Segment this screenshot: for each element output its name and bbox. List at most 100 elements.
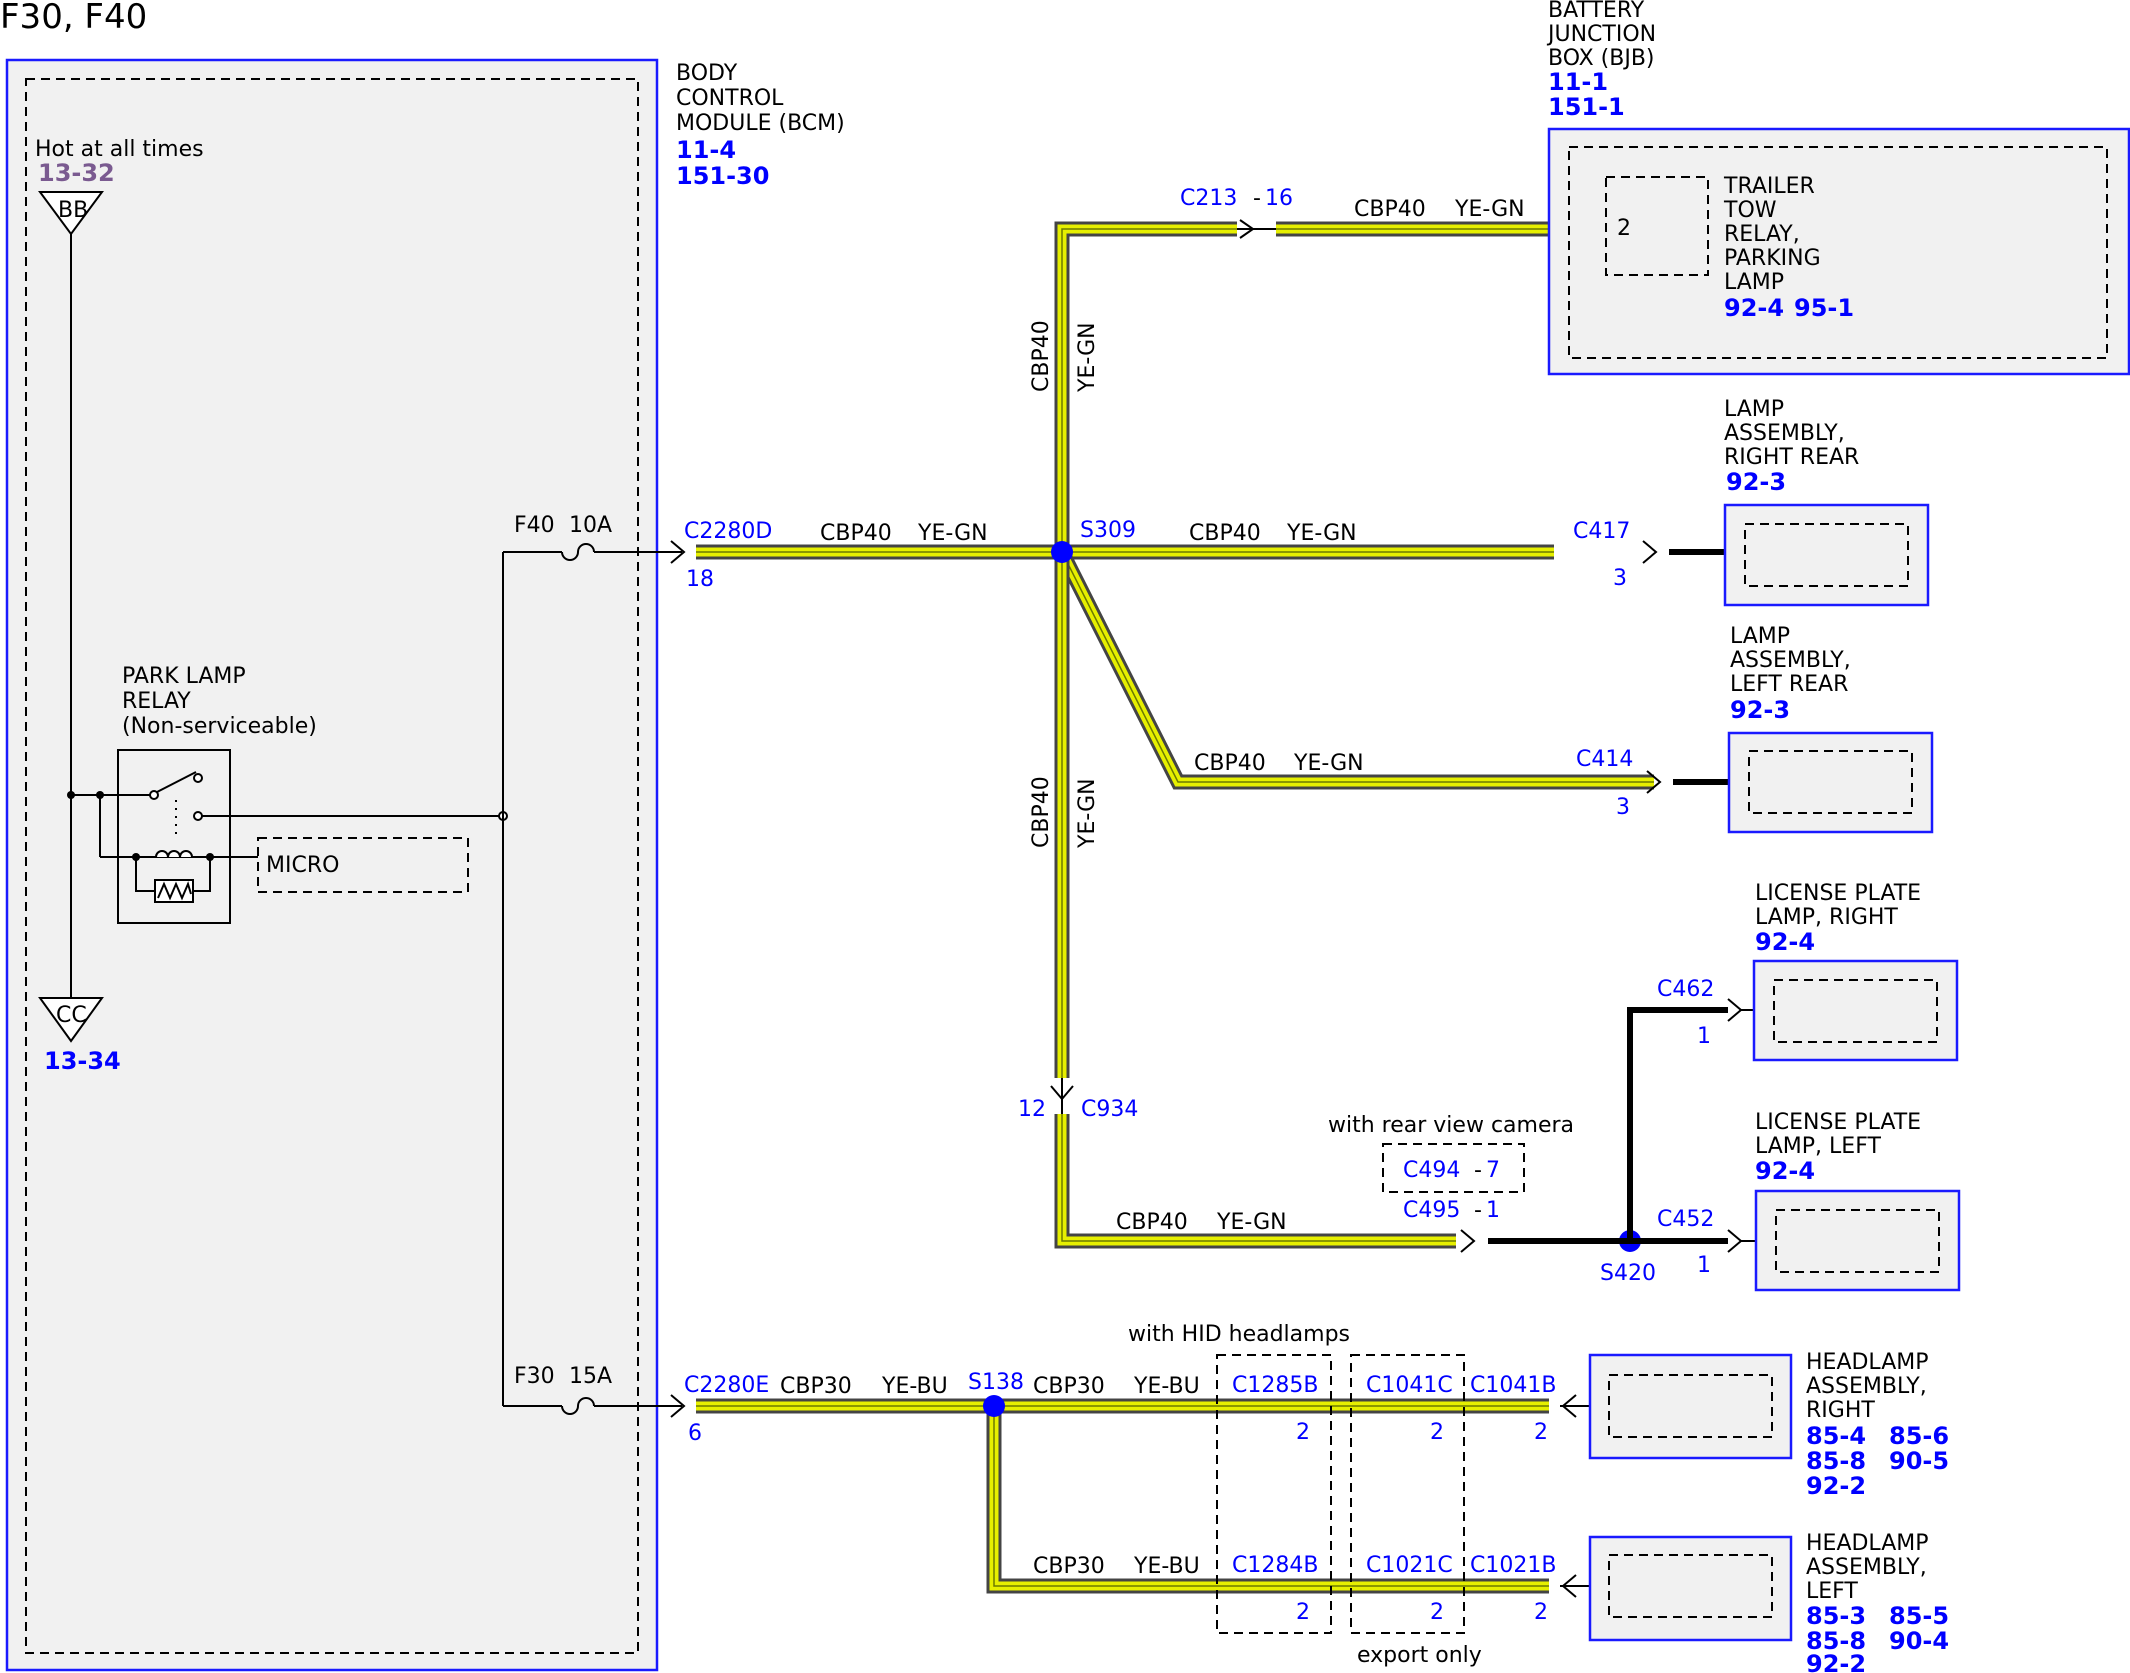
lic-r-box	[1752, 959, 1959, 1062]
lamp-rr-label-2: ASSEMBLY,	[1724, 421, 1845, 446]
junction-dot	[67, 791, 75, 799]
c2280e-arrow-icon	[670, 1394, 686, 1418]
connector-c495[interactable]: C495	[1403, 1198, 1460, 1223]
wire-color: YE-BU	[1133, 1374, 1200, 1399]
bcm-ref-1[interactable]: 11-4	[676, 136, 736, 164]
connector-c462[interactable]: C462	[1657, 977, 1714, 1002]
hl-l-ref-5[interactable]: 92-2	[1806, 1650, 1866, 1673]
wire-code: CBP40	[820, 521, 892, 546]
relay-contact	[193, 811, 203, 821]
bcm-label-1: BODY	[676, 61, 738, 86]
connector-c213-dash: -	[1253, 186, 1261, 211]
lic-l-box	[1754, 1189, 1961, 1292]
wire-color: YE-GN	[1286, 521, 1357, 546]
connector-c414[interactable]: C414	[1576, 747, 1633, 772]
hl-r-ref-1[interactable]: 85-4	[1806, 1422, 1866, 1450]
relay-label-1: PARK LAMP	[122, 664, 246, 689]
connector-c1021b[interactable]: C1021B	[1470, 1553, 1556, 1578]
hl-r-inner	[1608, 1374, 1773, 1438]
page-title: F30, F40	[0, 0, 147, 37]
wire-color: YE-BU	[881, 1374, 948, 1399]
wire-color: YE-GN	[1216, 1210, 1287, 1235]
hl-l-ref-3[interactable]: 85-8	[1806, 1627, 1866, 1655]
wire-color: YE-GN	[1454, 197, 1525, 222]
trailer-label-2: TOW	[1723, 198, 1777, 223]
lamp-lr-ref[interactable]: 92-3	[1730, 696, 1790, 724]
c462-arrow-icon	[1727, 998, 1743, 1022]
hl-l-ref-4[interactable]: 90-4	[1889, 1627, 1949, 1655]
connector-c1021c[interactable]: C1021C	[1366, 1553, 1453, 1578]
splice-s309	[1051, 541, 1073, 563]
connector-c1041b[interactable]: C1041B	[1470, 1373, 1556, 1398]
bcm-ref-2[interactable]: 151-30	[676, 162, 769, 190]
wire-code: CBP40	[1354, 197, 1426, 222]
splice-s138-label[interactable]: S138	[968, 1370, 1024, 1395]
bjb-label-1: BATTERY	[1548, 0, 1645, 23]
bcm-box	[5, 58, 659, 1672]
trailer-relay-pin: 2	[1617, 216, 1631, 241]
pin-c414: 3	[1616, 795, 1630, 820]
pin-c2280d: 18	[686, 567, 714, 592]
hl-l-ref-2[interactable]: 85-5	[1889, 1602, 1949, 1630]
pin-c494: 7	[1486, 1158, 1500, 1183]
wire-harness	[696, 221, 1654, 1594]
wire-color: YE-GN	[917, 521, 988, 546]
connector-c1284b[interactable]: C1284B	[1232, 1553, 1318, 1578]
relay-contact	[149, 790, 159, 800]
connector-c1041c[interactable]: C1041C	[1366, 1373, 1453, 1398]
wire-code: CBP30	[780, 1374, 852, 1399]
pin-c934: 12	[1018, 1097, 1046, 1122]
hid-option-box	[1216, 1354, 1332, 1634]
cc-terminal-icon	[38, 997, 104, 1043]
lic-r-ref[interactable]: 92-4	[1755, 928, 1815, 956]
splice-s309-label[interactable]: S309	[1080, 518, 1136, 543]
pin-c1285b: 2	[1296, 1420, 1310, 1445]
hl-l-ref-1[interactable]: 85-3	[1806, 1602, 1866, 1630]
c1021b-arrow-icon	[1561, 1574, 1577, 1598]
c494-option-box	[1382, 1143, 1525, 1193]
hl-r-ref-5[interactable]: 92-2	[1806, 1472, 1866, 1500]
micro-box	[257, 837, 469, 893]
relay-label-2: RELAY	[122, 689, 191, 714]
cc-ref[interactable]: 13-34	[44, 1047, 121, 1075]
c452-arrow-icon	[1727, 1229, 1743, 1253]
hl-r-ref-3[interactable]: 85-8	[1806, 1447, 1866, 1475]
hl-r-ref-2[interactable]: 85-6	[1889, 1422, 1949, 1450]
lamp-rr-label-3: RIGHT REAR	[1724, 445, 1859, 470]
lamp-rr-ref[interactable]: 92-3	[1726, 468, 1786, 496]
cc-label: CC	[56, 1003, 87, 1028]
splice-s420-label[interactable]: S420	[1600, 1261, 1656, 1286]
connector-c2280e[interactable]: C2280E	[684, 1373, 769, 1398]
connector-c417[interactable]: C417	[1573, 519, 1630, 544]
pin-c452: 1	[1697, 1253, 1711, 1278]
trailer-ref-1[interactable]: 92-4	[1724, 294, 1784, 322]
micro-label: MICRO	[266, 853, 339, 878]
connector-c1285b[interactable]: C1285B	[1232, 1373, 1318, 1398]
wire-code: CBP40	[1194, 751, 1266, 776]
hl-r-ref-4[interactable]: 90-5	[1889, 1447, 1949, 1475]
connector-c213[interactable]: C213	[1180, 186, 1237, 211]
lic-l-ref[interactable]: 92-4	[1755, 1157, 1815, 1185]
bjb-ref-1[interactable]: 11-1	[1548, 68, 1608, 96]
hl-l-label-3: LEFT	[1806, 1579, 1858, 1604]
trailer-relay-box	[1605, 176, 1709, 276]
hot-ref[interactable]: 13-32	[38, 159, 115, 187]
connector-c452[interactable]: C452	[1657, 1207, 1714, 1232]
connector-c2280d[interactable]: C2280D	[684, 519, 772, 544]
bjb-ref-2[interactable]: 151-1	[1548, 93, 1625, 121]
lic-l-label-2: LAMP, LEFT	[1755, 1134, 1881, 1159]
lic-r-label-2: LAMP, RIGHT	[1755, 905, 1898, 930]
lic-r-inner	[1773, 979, 1938, 1043]
hl-l-box	[1588, 1535, 1793, 1642]
c1041b-arrow-icon	[1561, 1394, 1577, 1418]
bjb-box	[1547, 127, 2130, 376]
s420-branch	[1627, 1007, 1728, 1241]
connector-c934[interactable]: C934	[1081, 1097, 1138, 1122]
connector-c494[interactable]: C494	[1403, 1158, 1460, 1183]
trailer-ref-2[interactable]: 95-1	[1794, 294, 1854, 322]
wire-cbp40-up	[1054, 221, 1549, 552]
export-note: export only	[1357, 1643, 1482, 1668]
wire-code: CBP30	[1033, 1374, 1105, 1399]
wire-color: YE-BU	[1133, 1554, 1200, 1579]
